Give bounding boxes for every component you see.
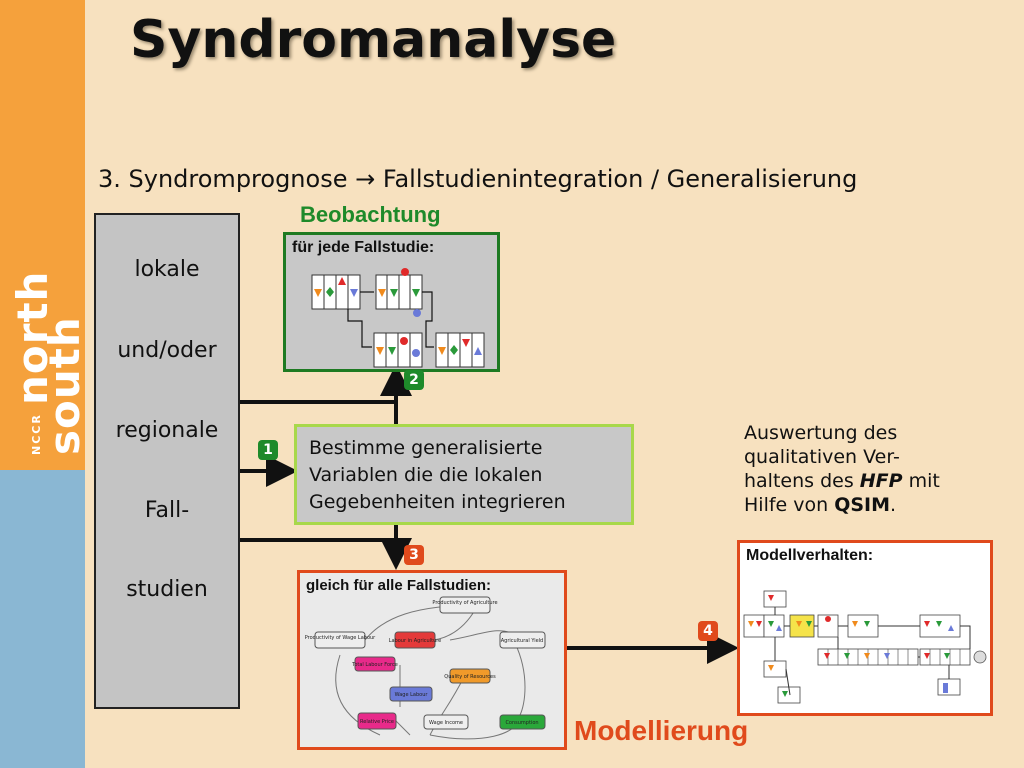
- evaluation-line-4: Hilfe von QSIM.: [744, 494, 897, 516]
- observation-box: für jede Fallstudie:: [283, 232, 500, 372]
- observation-state-diagram: [311, 268, 485, 368]
- model-node-5: Total Labour Force: [351, 662, 398, 668]
- evaluation-line-2: qualitativen Ver-: [744, 446, 900, 468]
- generalize-box: Bestimme generalisierte Variablen die di…: [294, 424, 634, 525]
- model-node-4: Agricultural Yield: [501, 638, 543, 644]
- step-4-badge: 4: [698, 621, 718, 641]
- page-subtitle: 3. Syndromprognose → Fallstudienintegrat…: [98, 165, 858, 193]
- sidebar-blue-band: [0, 470, 85, 768]
- step-1-badge: 1: [258, 440, 278, 460]
- generalize-line-2: Variablen die die lokalen: [309, 464, 543, 486]
- observation-caption: für jede Fallstudie:: [292, 239, 435, 256]
- observation-heading: Beobachtung: [300, 202, 441, 227]
- case-studies-box: lokale und/oder regionale Fall- studien: [94, 213, 240, 709]
- model-node-3: Labour in Agriculture: [389, 638, 442, 644]
- left-box-line-1: lokale: [134, 257, 200, 282]
- model-behavior-diagram: [743, 590, 987, 704]
- model-node-7: Wage Labour: [395, 692, 429, 698]
- left-box-line-4: Fall-: [144, 498, 190, 523]
- left-box-line-5: studien: [126, 577, 208, 602]
- page-title: Syndromanalyse: [130, 10, 617, 70]
- qsim-term: QSIM: [834, 494, 891, 516]
- left-box-line-2: und/oder: [117, 338, 217, 363]
- step-3-badge: 3: [404, 545, 424, 565]
- model-node-8: Relative Price: [360, 719, 394, 725]
- generalize-line-1: Bestimme generalisierte: [309, 437, 543, 459]
- modelling-label: Modellierung: [574, 715, 749, 746]
- model-node-9: Wage Income: [429, 720, 463, 726]
- generalize-line-3: Gegebenheiten integrieren: [309, 491, 566, 513]
- sidebar-orange-band: [0, 0, 85, 470]
- model-node-1: Productivity of Agriculture: [432, 600, 497, 606]
- model-behavior-box: Modellverhalten:: [737, 540, 993, 716]
- model-node-6: Quality of Resources: [444, 674, 496, 680]
- step-2-badge: 2: [404, 370, 424, 390]
- model-node-2: Productivity of Wage Labour: [305, 635, 376, 641]
- model-box: gleich für alle Fallstudien: Productivit…: [297, 570, 567, 750]
- evaluation-text: Auswertung des qualitativen Ver- haltens…: [744, 421, 994, 517]
- model-node-10: Consumption: [505, 720, 538, 726]
- generalize-text: Bestimme generalisierte Variablen die di…: [309, 435, 629, 516]
- evaluation-line-3: haltens des HFP mit: [744, 470, 940, 492]
- hfp-term: HFP: [859, 470, 903, 492]
- left-box-line-3: regionale: [115, 418, 219, 443]
- model-behavior-caption: Modellverhalten:: [746, 547, 874, 564]
- evaluation-line-1: Auswertung des: [744, 422, 898, 444]
- model-network-diagram: Productivity of Agriculture Productivity…: [305, 596, 546, 740]
- model-caption: gleich für alle Fallstudien:: [306, 577, 492, 594]
